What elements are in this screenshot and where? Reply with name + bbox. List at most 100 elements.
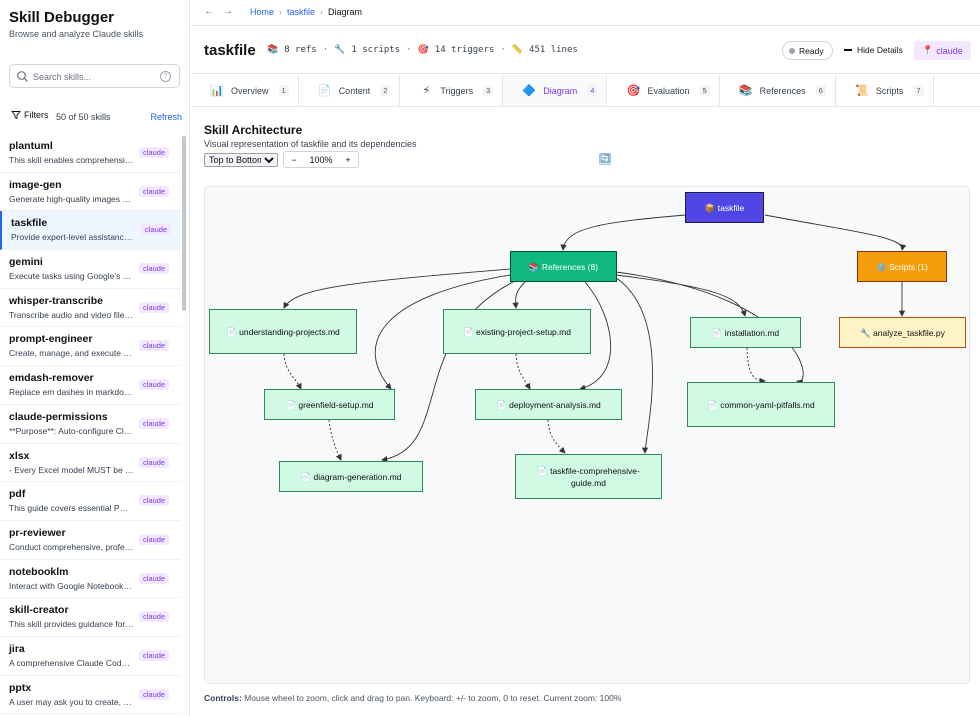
refresh-link[interactable]: Refresh [150, 112, 182, 122]
node-greenfield-setup[interactable]: 📄 greenfield-setup.md [264, 389, 395, 420]
node-existing-project-setup[interactable]: 📄 existing-project-setup.md [443, 309, 591, 354]
zoom-in-button[interactable]: + [345, 154, 351, 165]
source-badge: claude [141, 224, 172, 236]
skill-item-xlsx[interactable]: xlsx - Every Excel model MUST be built c… [0, 444, 181, 483]
node-taskfile-comprehensive-guide[interactable]: 📄 taskfile-comprehensive-guide.md [515, 454, 662, 499]
source-badge: claude [139, 611, 170, 623]
tab-triggers[interactable]: ⚡ Triggers 3 [400, 75, 504, 106]
node-deployment-analysis[interactable]: 📄 deployment-analysis.md [475, 389, 622, 420]
tab-content[interactable]: 📄 Content 2 [299, 75, 401, 106]
source-label: claude [936, 45, 963, 56]
tab-label: Diagram [543, 85, 578, 96]
skill-item-gemini[interactable]: gemini Execute tasks using Google's Gemi… [0, 250, 181, 289]
filters-button[interactable]: Filters [11, 110, 49, 120]
tab-shortcut: 6 [815, 85, 826, 96]
skill-item-taskfile[interactable]: taskfile Provide expert-level assistance… [0, 211, 181, 251]
node-analyze-taskfile[interactable]: 🔧 analyze_taskfile.py [839, 317, 966, 348]
skill-stats: 📚 8 refs · 🔧 1 scripts · 🎯 14 triggers ·… [267, 45, 578, 55]
skill-item-claude-permissions[interactable]: claude-permissions **Purpose**: Auto-con… [0, 405, 181, 444]
node-root[interactable]: 📦 taskfile [685, 192, 764, 223]
controls-text: Mouse wheel to zoom, click and drag to p… [244, 693, 622, 703]
controls-help: Controls: Mouse wheel to zoom, click and… [204, 693, 621, 703]
back-arrow-icon[interactable]: ← [204, 6, 214, 17]
source-badge: claude [139, 495, 170, 507]
node-diagram-generation[interactable]: 📄 diagram-generation.md [279, 461, 423, 492]
skill-item-pr-reviewer[interactable]: pr-reviewer Conduct comprehensive, profe… [0, 521, 181, 560]
filter-icon [11, 111, 21, 120]
skill-name: xlsx [9, 449, 30, 462]
tab-scripts[interactable]: 📜 Scripts 7 [836, 75, 934, 106]
zoom-control: − 100% + [283, 151, 359, 168]
direction-select[interactable]: Top to Bottom [204, 153, 278, 167]
node-installation[interactable]: 📄 installation.md [690, 317, 801, 348]
tab-shortcut: 5 [699, 85, 710, 96]
skill-item-emdash-remover[interactable]: emdash-remover Replace em dashes in mark… [0, 366, 181, 405]
source-badge: claude [139, 147, 170, 158]
skill-name: image-gen [9, 178, 62, 191]
source-badge: claude [139, 688, 170, 700]
diagram-edges [283, 214, 907, 463]
tab-shortcut: 3 [483, 85, 494, 96]
zoom-level: 100% [309, 154, 333, 165]
skill-name: plantuml [9, 140, 53, 152]
skill-desc: This guide covers essential PDF processi… [9, 503, 134, 514]
tab-shortcut: 7 [913, 85, 924, 96]
skill-name: notebooklm [9, 565, 69, 578]
tab-diagram[interactable]: 🔷 Diagram 4 [503, 75, 608, 106]
pin-icon: 📍 [922, 45, 934, 55]
skill-item-notebooklm[interactable]: notebooklm Interact with Google Notebook… [0, 560, 181, 599]
skill-name: skill-creator [9, 604, 69, 617]
tab-references[interactable]: 📚 References 6 [720, 75, 836, 106]
tab-evaluation[interactable]: 🎯 Evaluation 5 [607, 75, 720, 106]
tab-label: Evaluation [647, 85, 690, 96]
source-badge: claude [139, 572, 170, 584]
app-title: Skill Debugger [9, 9, 115, 26]
refs-stat: 8 refs [284, 45, 317, 55]
skill-desc: A user may ask you to create, edit, or a… [9, 696, 134, 707]
filter-row: Filters 50 of 50 skills Refresh [0, 108, 190, 128]
tab-label: Scripts [875, 85, 904, 96]
hide-details-button[interactable]: Hide Details [844, 45, 903, 55]
skill-desc: Interact with Google NotebookLM notebook… [9, 580, 134, 591]
search-box[interactable]: ? [9, 64, 180, 88]
node-understanding-projects[interactable]: 📄 understanding-projects.md [209, 309, 357, 354]
zoom-out-button[interactable]: − [291, 154, 297, 165]
status-label: Ready [799, 45, 824, 56]
source-badge: claude [139, 263, 170, 275]
target-icon: 🎯 [417, 45, 429, 55]
reset-view-icon[interactable]: 🔄 [599, 153, 611, 165]
sidebar-scrollbar[interactable] [182, 136, 186, 311]
breadcrumb-home[interactable]: Home [250, 7, 275, 17]
skill-item-jira[interactable]: jira A comprehensive Claude Code skill f… [0, 637, 181, 676]
skill-item-image-gen[interactable]: image-gen Generate high-quality images u… [0, 173, 181, 212]
section-subtitle: Visual representation of taskfile and it… [204, 139, 417, 149]
diagram-canvas[interactable]: 📦 taskfile 📚 References (8) ⚙️ Scripts (… [204, 186, 970, 684]
source-badge: claude [139, 301, 170, 313]
skill-item-prompt-engineer[interactable]: prompt-engineer Create, manage, and exec… [0, 327, 181, 367]
node-common-yaml-pitfalls[interactable]: 📄 common-yaml-pitfalls.md [687, 382, 835, 427]
node-scripts[interactable]: ⚙️ Scripts (1) [857, 251, 947, 282]
skill-item-pptx[interactable]: pptx A user may ask you to create, edit,… [0, 676, 181, 715]
tab-overview[interactable]: 📊 Overview 1 [191, 75, 299, 106]
skill-desc: Conduct comprehensive, professional revi… [9, 541, 134, 552]
breadcrumb-skill[interactable]: taskfile [287, 7, 316, 17]
ruler-icon: 📏 [511, 45, 524, 55]
forward-arrow-icon[interactable]: → [223, 6, 233, 17]
skill-item-pdf[interactable]: pdf This guide covers essential PDF proc… [0, 482, 181, 521]
skill-item-plantuml[interactable]: plantuml This skill enables comprehensiv… [0, 134, 181, 173]
skill-item-skill-creator[interactable]: skill-creator This skill provides guidan… [0, 598, 181, 637]
skill-desc: Provide expert-level assistance with Tas… [11, 232, 136, 243]
breadcrumb-current: Diagram [328, 7, 363, 17]
search-input[interactable] [33, 68, 158, 85]
skill-header: taskfile 📚 8 refs · 🔧 1 scripts · 🎯 14 t… [191, 27, 980, 74]
source-badge: claude [139, 649, 170, 661]
skill-count: 50 of 50 skills [56, 112, 111, 122]
help-icon[interactable]: ? [160, 71, 171, 82]
source-badge[interactable]: 📍 claude [914, 41, 971, 60]
node-references[interactable]: 📚 References (8) [510, 251, 617, 282]
stat-separator: · [406, 45, 412, 55]
skill-item-whisper-transcribe[interactable]: whisper-transcribe Transcribe audio and … [0, 289, 181, 328]
diamond-icon: 🔷 [522, 85, 537, 97]
source-badge: claude [139, 417, 170, 429]
skill-desc: This skill provides guidance for creatin… [9, 619, 134, 630]
